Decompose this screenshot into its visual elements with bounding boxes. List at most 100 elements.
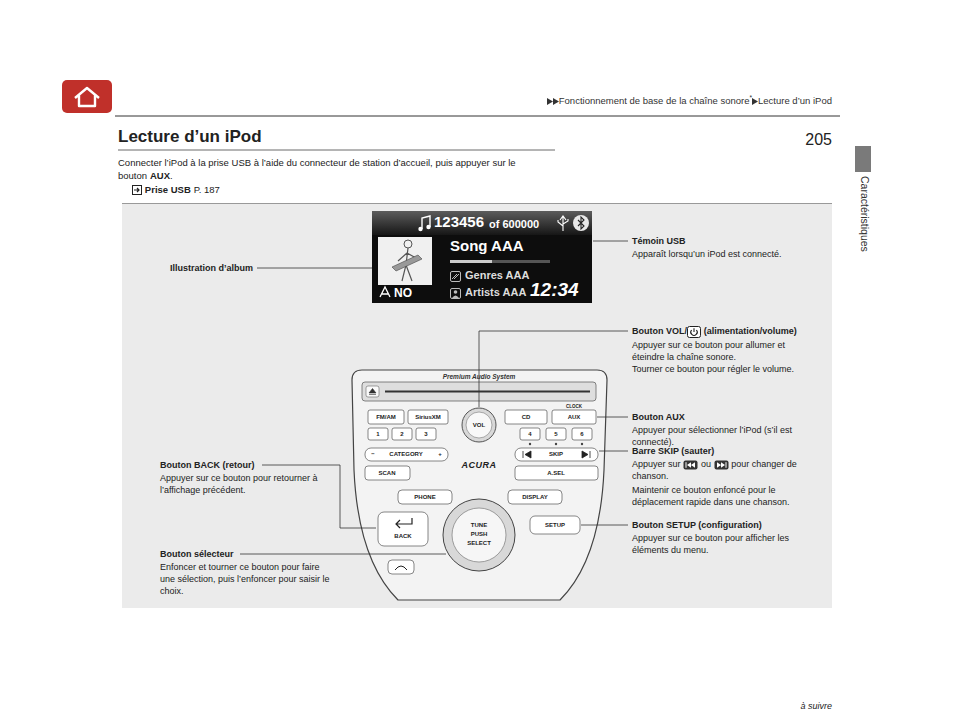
brand-logo-text: ACURA	[462, 460, 497, 470]
next-icon-part	[717, 462, 725, 468]
button-label: CD	[522, 414, 531, 421]
button-label-text: SiriusXM	[415, 414, 441, 420]
tri-icon-part	[547, 98, 553, 105]
intro-text-text: Connecter l’iPod à la prise USB à l’aide…	[118, 157, 516, 181]
side-tab	[855, 146, 871, 172]
drawing-part	[416, 428, 436, 440]
callout-text: Appuyer suroupour changer de chanson.	[632, 458, 822, 482]
button-label-text: CD	[522, 414, 531, 420]
ref-icon-part	[133, 186, 142, 195]
tri-icon-part	[752, 98, 758, 105]
drawing-part	[257, 268, 372, 269]
callout-heading: Bouton sélecteur	[160, 548, 234, 560]
drawing-part	[593, 241, 628, 242]
button-label: SETUP	[545, 522, 565, 529]
callout-text-text: Appuyer pour sélectionner l’iPod (s’il e…	[632, 425, 792, 447]
drawing-part	[398, 490, 452, 504]
knob-label: VOL	[473, 422, 485, 429]
button-label: CLOCK	[566, 404, 582, 409]
drawing-part	[75, 88, 99, 106]
knob-label-text: SELECT	[467, 540, 491, 546]
callout-heading-text: Illustration d’album	[170, 263, 253, 273]
breadcrumb: Fonctionnement de base de la chaîne sono…	[547, 95, 832, 107]
continued-note-text: à suivre	[800, 701, 832, 711]
drawing-part	[523, 451, 531, 458]
callout-text: Maintenir ce bouton enfoncé pour le dépl…	[632, 484, 822, 508]
breadcrumb-text: Lecture d’un iPod	[758, 95, 832, 106]
button-label-text: BACK	[394, 533, 411, 539]
genre-line: Genres AAA	[465, 269, 529, 282]
tri-icon	[553, 98, 559, 105]
drawing-part	[462, 408, 496, 442]
callout-text: Appuyer sur ce bouton pour retourner à l…	[160, 472, 320, 496]
callout-heading: Barre SKIP (sauter)	[632, 445, 714, 457]
drawing-part	[466, 412, 492, 438]
clock-text: 12:34	[530, 279, 579, 301]
drawing-part	[520, 428, 540, 440]
page-number-text: 205	[805, 131, 832, 148]
callout-text-text: Enfoncer et tourner ce bouton pour faire…	[160, 562, 330, 596]
drawing-part	[378, 512, 428, 546]
screen-graphic	[404, 240, 412, 248]
tri-icon-part	[752, 98, 758, 105]
screen-graphic	[392, 255, 422, 271]
prev-icon-part	[683, 460, 698, 470]
pwr-icon-part	[687, 326, 701, 338]
tri-icon-part	[553, 98, 559, 105]
drawing-part	[366, 386, 379, 397]
callout-text-text: ou	[701, 459, 711, 469]
button-label-text: CATEGORY	[389, 451, 422, 457]
drawing-part	[365, 466, 410, 480]
button-label: AUX	[568, 414, 581, 421]
callout-heading-text: Bouton VOL/	[632, 326, 687, 336]
tri-icon	[547, 98, 553, 105]
knob-label-text: VOL	[473, 422, 485, 428]
drawing-part	[395, 566, 407, 570]
screen-graphic	[578, 217, 584, 229]
button-label-text: FM/AM	[376, 414, 396, 420]
drawing-part	[396, 518, 412, 528]
faceplate	[352, 370, 607, 600]
callout-text: Appuyer sur ce bouton pour allumer et ét…	[632, 339, 817, 363]
preset-number-text: 5	[554, 431, 557, 437]
button-label: −	[371, 451, 375, 458]
knob-label: PUSH	[471, 531, 488, 538]
callout-heading-text: Barre SKIP (sauter)	[632, 446, 714, 456]
intro-text-text: AUX	[150, 170, 170, 181]
track-number: 123456	[434, 213, 484, 230]
callout-heading: Témoin USB	[632, 235, 686, 247]
continued-note: à suivre	[800, 700, 832, 712]
section-tab-text: Caractéristiques	[859, 176, 871, 252]
screen-graphic	[573, 215, 589, 231]
callout-heading-text: (alimentation/volume)	[704, 326, 797, 336]
drawing-part	[581, 443, 583, 445]
drawing-part	[352, 370, 607, 600]
artist-line: Artists AAA	[465, 286, 526, 299]
tri-icon	[752, 98, 758, 105]
callout-text: Tourner ce bouton pour régler le volume.	[632, 363, 794, 375]
button-label: DISPLAY	[522, 494, 547, 501]
screen-graphic	[418, 227, 422, 231]
knob-label: TUNE	[471, 522, 487, 529]
song-title: Song AAA	[450, 237, 524, 254]
faceplate-label: Premium Audio System	[443, 373, 516, 380]
intro-text-text: .	[170, 170, 173, 181]
next-icon	[714, 460, 729, 470]
preset-number: 1	[376, 431, 379, 438]
callout-heading-text: Bouton BACK (retour)	[160, 460, 254, 470]
button-label-text: PHONE	[414, 494, 435, 500]
intro-text: Connecter l’iPod à la prise USB à l’aide…	[118, 156, 558, 182]
button-label-text: SCAN	[378, 470, 395, 476]
prev-icon-part	[684, 460, 698, 469]
drawing-part	[392, 428, 412, 440]
button-label: SKIP	[549, 451, 563, 458]
preset-number-text: 3	[424, 431, 427, 437]
faceplate-label-text: Premium Audio System	[443, 373, 516, 380]
prev-icon-part	[686, 462, 687, 468]
callout-text: Appuyer pour sélectionner l’iPod (s’il e…	[632, 424, 822, 448]
screen-graphic	[378, 237, 432, 285]
screen-graphic	[452, 274, 459, 279]
knob-label-text: PUSH	[471, 531, 488, 537]
button-label-text: DISPLAY	[522, 494, 547, 500]
